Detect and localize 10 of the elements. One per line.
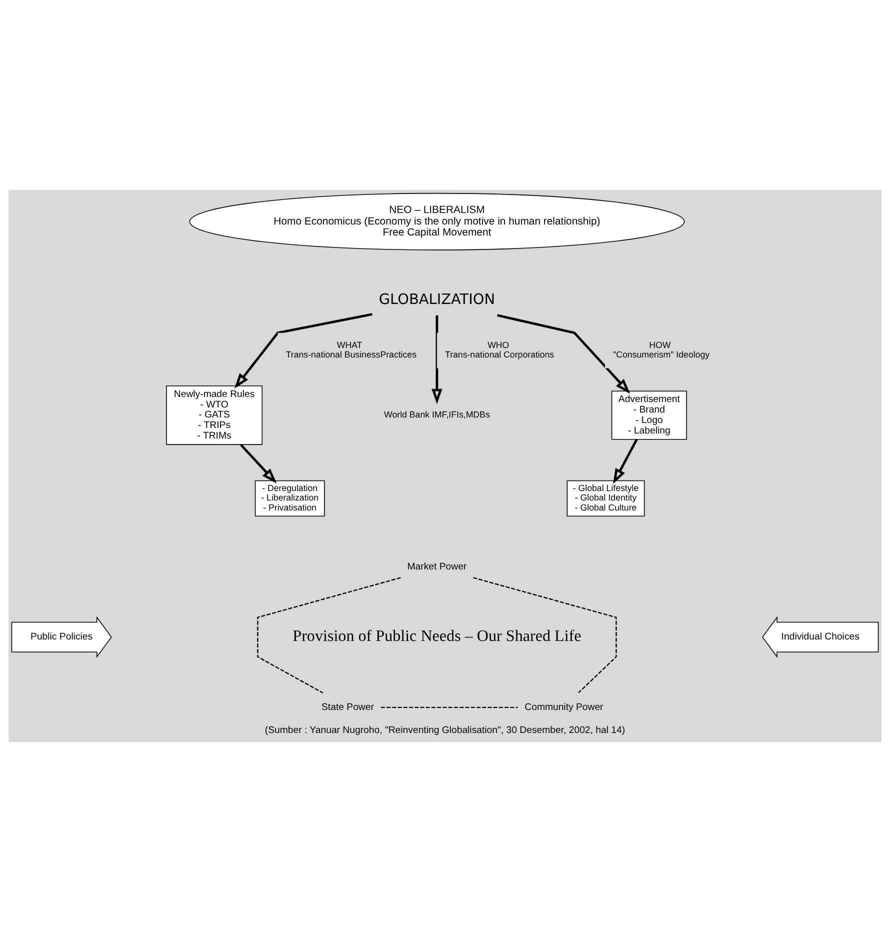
node-text: Provision of Public Needs – Our Shared Life — [292, 628, 582, 645]
edge-label: WHO Trans-national Corporations — [445, 339, 554, 360]
edge-label: HOW "Consumerism" Ideology — [613, 339, 710, 360]
edge-label: WHAT Trans-national BusinessPractices — [286, 339, 417, 360]
node-text: State Power — [322, 701, 374, 712]
node-text: World Bank IMF,IFIs,MDBs — [384, 408, 490, 419]
node-text: Market Power — [407, 560, 467, 572]
node-text: GLOBALIZATION — [378, 292, 496, 308]
caption: (Sumber : Yanuar Nugroho, "Reinventing Globalisation", 30 Desember, 2002, hal 14) — [264, 724, 626, 736]
node-text: Community Power — [524, 701, 604, 712]
